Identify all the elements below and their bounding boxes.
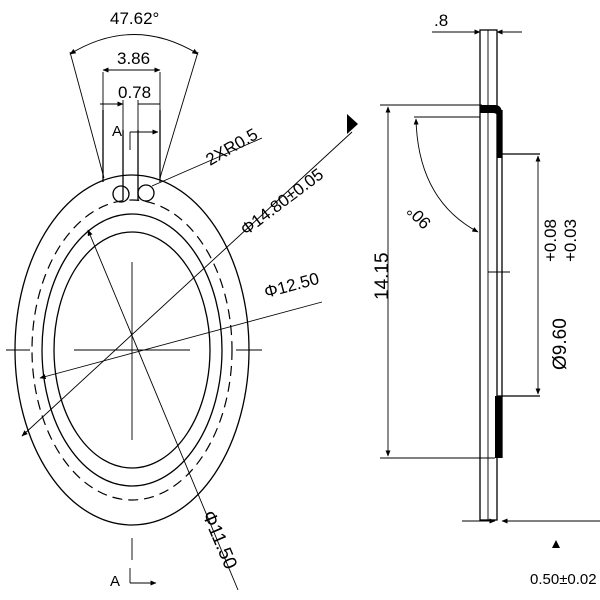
tol-upper-label: +0.08 xyxy=(541,219,560,262)
inner-contour xyxy=(41,213,223,487)
lip-bottom xyxy=(495,396,502,458)
bend-top xyxy=(480,105,502,158)
angle-90-label: 90° xyxy=(403,201,435,233)
section-a-top-label: A xyxy=(112,123,122,140)
angle-47-label: 47.62° xyxy=(110,9,159,28)
angle-arc-90 xyxy=(413,118,479,233)
section-view: 14.15 90° Ø9.60 +0.08 +0.03 .8 0.50±0.02 xyxy=(372,11,600,588)
angle-line-left xyxy=(69,51,105,179)
bore-contour xyxy=(53,231,211,469)
pitch-circle-dashed xyxy=(31,199,233,501)
pcd-dia-label: Φ12.50 xyxy=(262,269,321,302)
id-dia-label: Φ11.50 xyxy=(197,508,240,573)
plate-body xyxy=(479,29,498,521)
radius-leader xyxy=(151,137,263,187)
tol-lower-label: +0.03 xyxy=(561,219,580,262)
angle-line-right xyxy=(159,51,199,179)
pcd-leader xyxy=(39,301,323,379)
id-leader xyxy=(87,229,239,591)
front-view: 47.62° 3.86 0.78 A 2XR0.5 Φ14.80±0.05 Φ1… xyxy=(6,9,353,591)
radius-label: 2XR0.5 xyxy=(203,125,262,170)
section-a-bottom-label: A xyxy=(110,573,120,590)
slot-width-label: 3.86 xyxy=(117,49,150,68)
view-direction-marker xyxy=(347,114,358,134)
tab-slot xyxy=(102,110,161,203)
od-dia-label: Φ14.80±0.05 xyxy=(237,165,327,239)
wall-label: 0.50±0.02 xyxy=(530,571,597,588)
slot-gap-label: 0.78 xyxy=(118,83,151,102)
bore-dia-label: Ø9.60 xyxy=(550,318,571,370)
angle-arc-47 xyxy=(69,34,199,55)
height-label: 14.15 xyxy=(372,252,393,300)
od-leader xyxy=(21,131,353,437)
thickness-label: .8 xyxy=(434,11,448,30)
wall-pointer xyxy=(552,540,560,548)
